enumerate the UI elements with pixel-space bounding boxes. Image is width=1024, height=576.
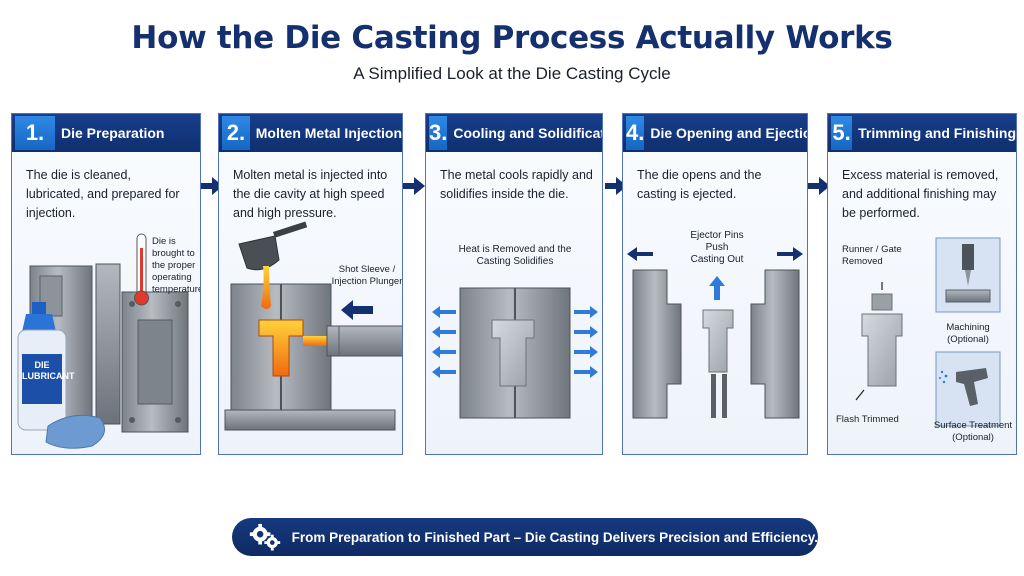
- step-panel-5: 5. Trimming and Finishing Excess materia…: [827, 113, 1017, 455]
- step-header: 3. Cooling and Solidification: [426, 114, 602, 152]
- step-description: Excess material is removed, and addition…: [842, 168, 999, 220]
- step-header: 5. Trimming and Finishing: [828, 114, 1016, 152]
- casting-icon: [702, 309, 734, 373]
- cooling-illustration: [432, 287, 598, 419]
- page-title: How the Die Casting Process Actually Wor…: [131, 20, 893, 56]
- injection-illustration: [224, 221, 402, 431]
- step-label: Cooling and Solidification: [453, 125, 602, 141]
- step-description: The die is cleaned, lubricated, and prep…: [26, 168, 180, 220]
- step-note: Flash Trimmed: [836, 414, 899, 425]
- step-header: 4. Die Opening and Ejection: [623, 114, 807, 152]
- step-description: The metal cools rapidly and solidifies i…: [440, 168, 593, 201]
- footer-text: From Preparation to Finished Part – Die …: [291, 529, 818, 545]
- step-label: Trimming and Finishing: [858, 125, 1016, 141]
- finished-part-icon: [855, 282, 903, 401]
- step-note: Runner / Gate Removed: [842, 244, 902, 267]
- step-description: Molten metal is injected into the die ca…: [233, 168, 388, 220]
- step-label: Die Opening and Ejection: [650, 125, 808, 141]
- spray-gun-icon: [935, 351, 1001, 427]
- open-right-arrow-icon: [777, 247, 803, 261]
- step-header: 1. Die Preparation: [12, 114, 200, 152]
- thermometer-icon: [134, 233, 149, 306]
- step-number: 5.: [831, 116, 853, 150]
- footer-banner: From Preparation to Finished Part – Die …: [232, 518, 818, 556]
- ejection-illustration: [627, 247, 803, 419]
- ladle-icon: [238, 221, 308, 309]
- eject-up-arrow-icon: [709, 276, 725, 300]
- step-header: 2. Molten Metal Injection: [219, 114, 402, 152]
- page-subtitle: A Simplified Look at the Die Casting Cyc…: [353, 64, 671, 83]
- heat-flow-arrow-icon: [432, 306, 598, 378]
- step-panel-4: 4. Die Opening and Ejection The die open…: [622, 113, 808, 455]
- step-panel-2: 2. Molten Metal Injection Molten metal i…: [218, 113, 403, 455]
- step-label: Molten Metal Injection: [255, 125, 402, 141]
- step-note: Shot Sleeve / Injection Plunger: [331, 264, 403, 287]
- bottle-label: DIE LUBRICANT: [22, 360, 75, 381]
- finishing-illustration: [855, 237, 1001, 427]
- flow-arrow-icon: [808, 177, 830, 195]
- gears-icon: [249, 523, 281, 551]
- ejector-pin-icon: [711, 374, 727, 418]
- closed-die-icon: [459, 287, 571, 419]
- step-number: 1.: [15, 116, 55, 150]
- step-note: Surface Treatment (Optional): [933, 420, 1013, 443]
- step-panel-1: 1. Die Preparation The die is cleaned, l…: [11, 113, 201, 455]
- die-half-icon: [632, 269, 800, 419]
- step-note: Ejector Pins Push Casting Out: [690, 230, 744, 265]
- step-number: 2.: [222, 116, 250, 150]
- die-cavity-icon: [224, 283, 396, 431]
- step-note: Die is brought to the proper operating t…: [152, 236, 201, 295]
- step-number: 3.: [429, 116, 448, 150]
- step-panel-3: 3. Cooling and Solidification The metal …: [425, 113, 603, 455]
- cloth-icon: [45, 414, 105, 449]
- plunger-icon: [326, 325, 402, 357]
- push-arrow-icon: [341, 300, 373, 320]
- flow-arrow-icon: [403, 177, 425, 195]
- flow-arrow-icon: [201, 177, 223, 195]
- die-preparation-illustration: [17, 233, 189, 449]
- step-description: The die opens and the casting is ejected…: [637, 168, 762, 201]
- step-label: Die Preparation: [61, 125, 165, 141]
- open-left-arrow-icon: [627, 247, 653, 261]
- step-note: Machining (Optional): [946, 322, 990, 345]
- drill-icon: [935, 237, 1001, 313]
- step-note: Heat is Removed and the Casting Solidifi…: [458, 244, 572, 267]
- flow-arrow-icon: [605, 177, 627, 195]
- step-number: 4.: [626, 116, 645, 150]
- spray-bottle-icon: [17, 302, 67, 431]
